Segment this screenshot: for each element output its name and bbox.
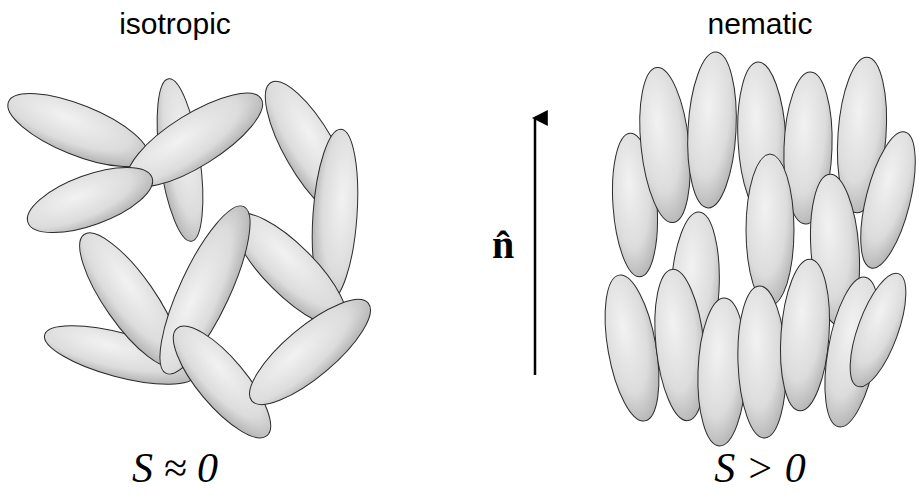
rod: [839, 267, 918, 393]
director-arrow: [534, 118, 537, 375]
rod: [236, 284, 385, 420]
rod: [684, 51, 740, 209]
rod: [850, 127, 919, 273]
panel-heading: nematic: [707, 9, 812, 39]
rod: [746, 154, 794, 306]
isotropic-rods: [0, 70, 384, 451]
order-parameter: S ≈ 0: [132, 447, 218, 489]
rod: [19, 154, 160, 246]
panel-heading: isotropic: [119, 9, 231, 39]
order-parameter: S > 0: [714, 447, 805, 489]
nematic-rods: [596, 51, 919, 447]
director-symbol: n̂: [492, 225, 514, 265]
